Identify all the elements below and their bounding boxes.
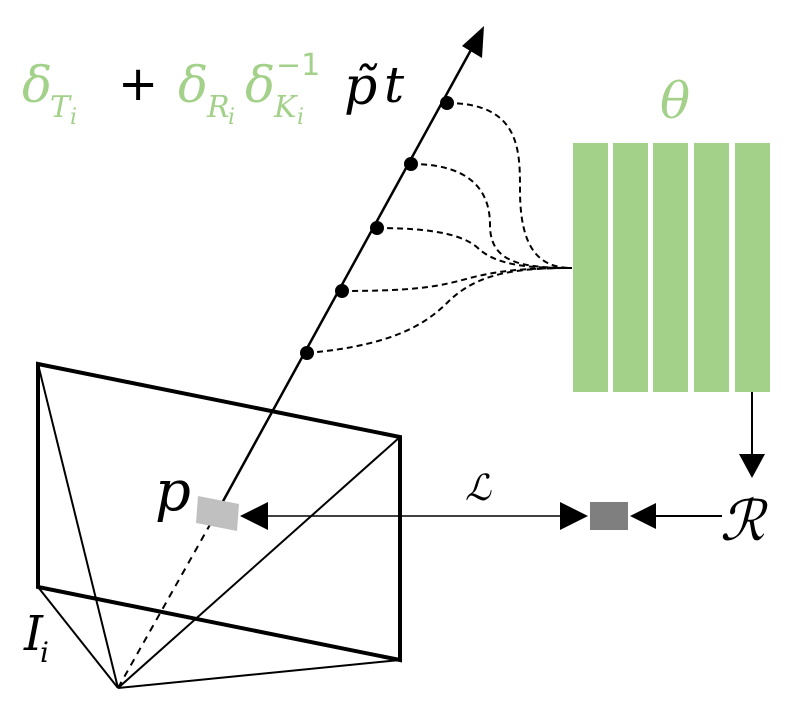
eq-plus: + bbox=[118, 56, 158, 112]
frustum-edge-top-right bbox=[117, 436, 401, 689]
camera-ray bbox=[117, 26, 484, 689]
render-label: ℛ bbox=[720, 489, 768, 554]
sample-connections bbox=[306, 102, 573, 354]
loss-arrowhead-left bbox=[240, 502, 268, 530]
eq-p-tilde: p̃ bbox=[344, 57, 378, 117]
network-layer bbox=[653, 143, 688, 392]
network-layer bbox=[613, 143, 648, 392]
ray-segment-hidden bbox=[117, 513, 217, 689]
connection-curve-3 bbox=[376, 227, 573, 269]
ray-segment-visible bbox=[214, 47, 474, 515]
eq-sub-R-i: i bbox=[228, 105, 235, 130]
network-layers bbox=[573, 143, 770, 392]
eq-sub-K-i: i bbox=[297, 105, 304, 130]
network-layer bbox=[735, 143, 770, 392]
render-to-pixel-arrowhead bbox=[630, 503, 656, 529]
network-layer bbox=[694, 143, 729, 392]
sample-point bbox=[335, 284, 349, 298]
sample-point bbox=[300, 346, 314, 360]
network-to-render-arrowhead bbox=[739, 454, 765, 478]
connection-curve-2 bbox=[410, 163, 573, 269]
frustum-edge-bottom-right bbox=[117, 659, 401, 689]
sample-points bbox=[300, 96, 454, 360]
frustum-edge-bottom-left bbox=[37, 586, 119, 689]
image-label-sub: i bbox=[40, 636, 49, 669]
connection-curve-5 bbox=[306, 267, 573, 354]
connection-curve-1 bbox=[446, 102, 573, 269]
theta-label: θ bbox=[660, 72, 690, 130]
image-plane bbox=[36, 361, 402, 689]
sample-point bbox=[404, 157, 418, 171]
ray-equation: δ T i + δ R i δ −1 K i p̃ t bbox=[22, 48, 405, 130]
eq-sup-minus-one: −1 bbox=[276, 48, 320, 83]
frustum-edge-top-left bbox=[37, 363, 119, 689]
eq-t: t bbox=[384, 56, 405, 114]
eq-sub-T-i: i bbox=[70, 105, 77, 130]
sample-point bbox=[370, 221, 384, 235]
eq-sub-K: K bbox=[273, 90, 298, 125]
eq-sub-T: T bbox=[50, 90, 72, 125]
eq-delta-R: δ bbox=[178, 56, 208, 114]
sample-point bbox=[440, 96, 454, 110]
image-label: I bbox=[23, 606, 44, 662]
ray-arrowhead bbox=[462, 26, 484, 58]
eq-sub-R: R bbox=[206, 90, 230, 125]
loss-label: ℒ bbox=[465, 468, 492, 509]
eq-delta-K: δ bbox=[245, 56, 275, 114]
pixel-label: p bbox=[155, 459, 191, 524]
connection-curve-4 bbox=[341, 267, 573, 292]
network-layer bbox=[573, 143, 608, 392]
observed-pixel bbox=[196, 496, 239, 531]
eq-delta-T: δ bbox=[22, 56, 52, 114]
loss-arrowhead-right bbox=[560, 502, 588, 530]
rendered-pixel bbox=[590, 502, 628, 530]
